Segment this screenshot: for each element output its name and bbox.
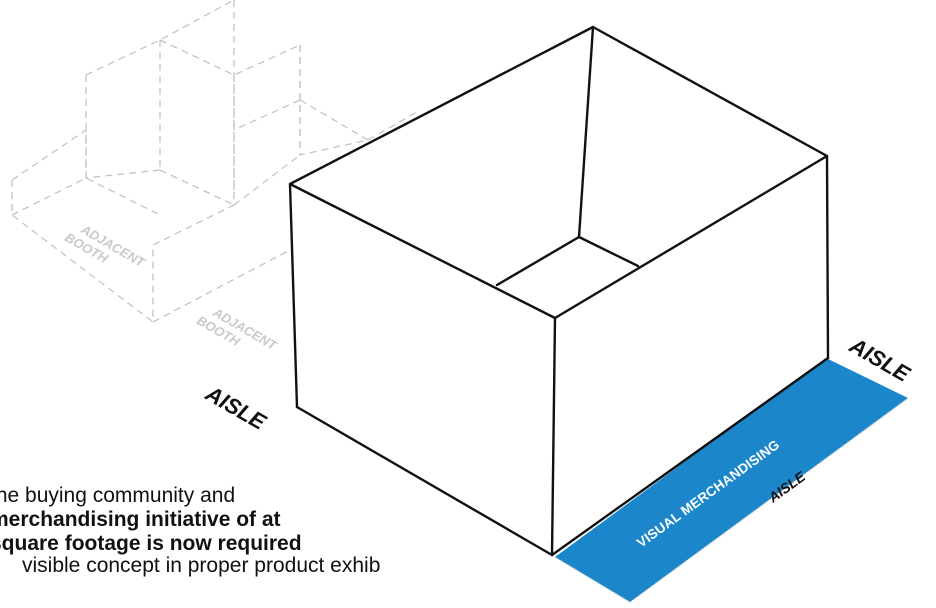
visual-merchandising-strip <box>555 358 908 602</box>
body-copy-line-1: the buying community and <box>0 484 236 507</box>
booth-box <box>288 25 830 557</box>
svg-text:ADJACENT BOOTH: ADJACENT BOOTH <box>194 300 282 368</box>
adjacent-booths-outline <box>11 0 421 323</box>
body-copy-line-3: square footage is now required <box>0 532 302 555</box>
aisle-label-left: AISLE <box>201 380 272 435</box>
body-copy: the buying community and merchandising i… <box>0 484 560 580</box>
body-copy-line-2: merchandising initiative of at <box>0 508 281 531</box>
body-copy-line-4: visible concept in proper product exhib <box>22 554 381 577</box>
svg-text:ADJACENT BOOTH: ADJACENT BOOTH <box>62 217 150 285</box>
visual-merchandising-strip-outline <box>554 397 909 603</box>
